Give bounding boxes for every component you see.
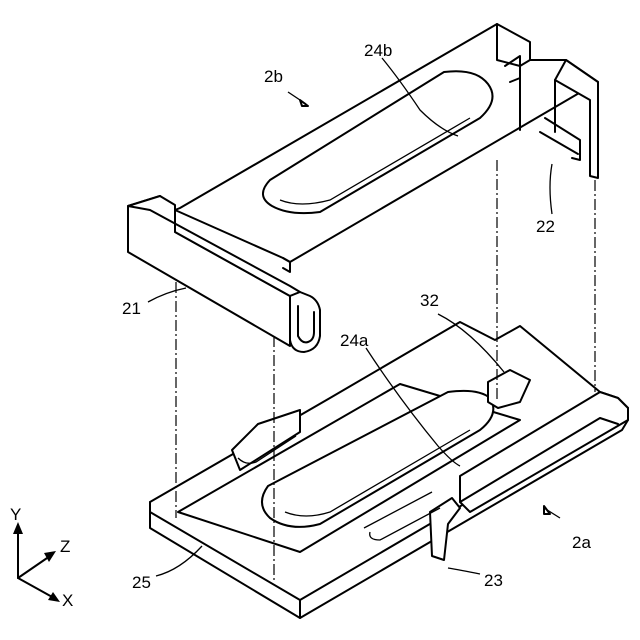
x-arrow-icon	[48, 592, 60, 602]
label-32: 32	[420, 291, 439, 310]
axis-label-y: Y	[10, 505, 21, 524]
label-22: 22	[536, 217, 555, 236]
lower-base-2a	[150, 322, 628, 618]
upper-bracket-2b	[128, 24, 598, 352]
right-rail-22	[555, 60, 598, 178]
label-24a: 24a	[340, 331, 369, 350]
label-2b: 2b	[264, 67, 283, 86]
axis-triad: Y Z X	[10, 505, 73, 610]
axis-label-z: Z	[60, 537, 70, 556]
label-25: 25	[132, 573, 151, 592]
label-24b: 24b	[364, 41, 392, 60]
label-21: 21	[122, 299, 141, 318]
axis-label-x: X	[62, 591, 73, 610]
label-23: 23	[484, 571, 503, 590]
label-2a: 2a	[572, 533, 591, 552]
z-arrow-icon	[44, 551, 56, 562]
